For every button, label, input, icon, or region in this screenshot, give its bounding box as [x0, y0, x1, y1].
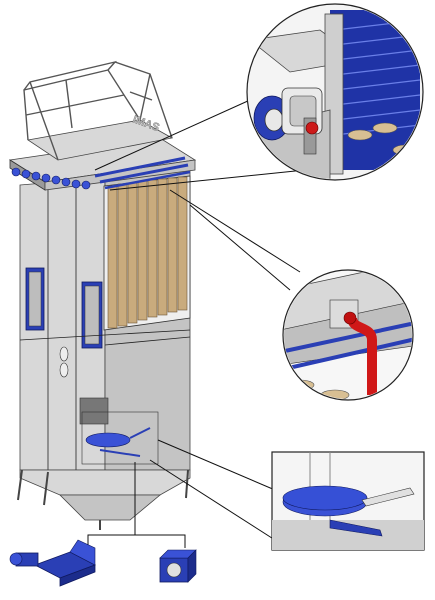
screw-conveyor-icon	[9, 539, 96, 587]
roof-platform: IMAS	[23, 60, 174, 161]
discharge-options	[9, 462, 197, 587]
blowpipe-callout	[169, 189, 414, 401]
filter-bag-section	[103, 175, 191, 331]
pulse-valve-row	[11, 167, 91, 190]
hopper-agitator-callout	[149, 439, 425, 551]
top-plenum	[8, 137, 197, 191]
hopper-highlight-box	[81, 411, 159, 465]
agitator-disk	[85, 432, 131, 448]
rotary-valve-icon	[159, 549, 197, 583]
pulse-valve-callout	[94, 3, 424, 191]
